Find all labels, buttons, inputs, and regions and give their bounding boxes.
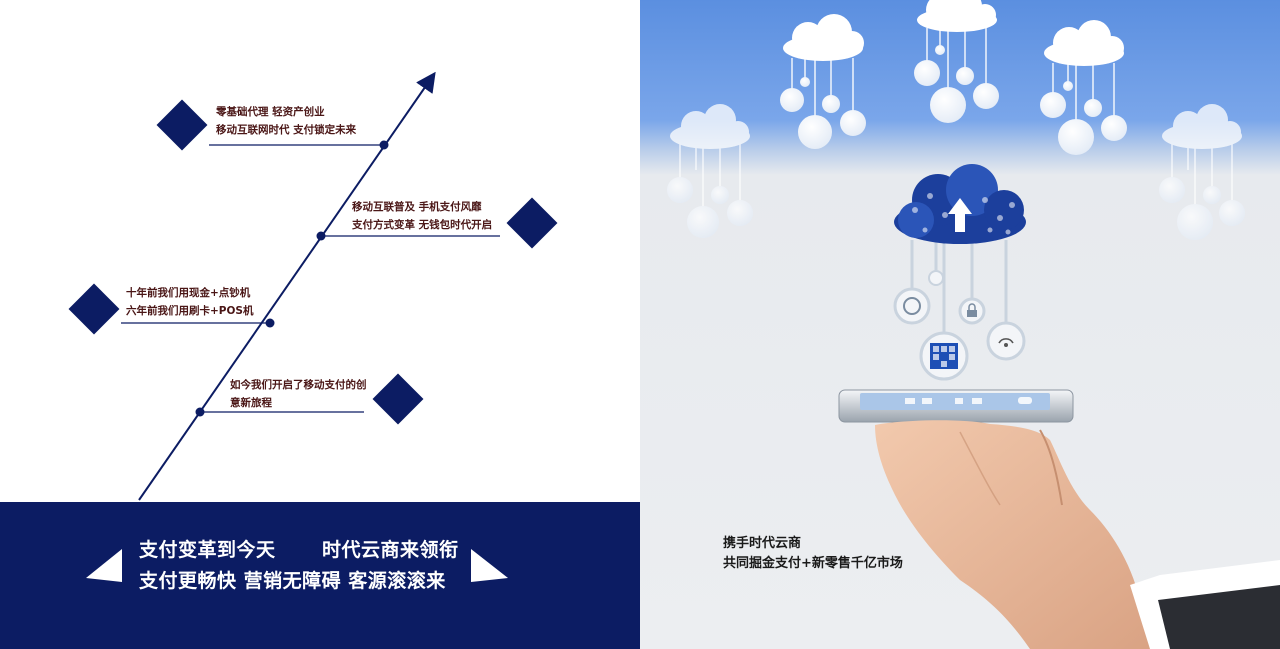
banner-line1-right: 时代云商来领衔: [322, 539, 459, 561]
milestone-4: 如今我们开启了移动支付的创 意新旅程: [230, 376, 367, 412]
milestone-3-line2: 六年前我们用刷卡+POS机: [126, 305, 254, 317]
milestone-4-line1: 如今我们开启了移动支付的创: [230, 379, 367, 391]
cloud-icon-3: [1040, 20, 1127, 155]
timeline-arrow: [138, 71, 436, 501]
milestone-3-line1: 十年前我们用现金+点钞机: [126, 287, 251, 299]
globe-icon: [893, 287, 931, 325]
timeline-node-1: [379, 140, 389, 150]
milestone-2-line2: 支付方式变革 无钱包时代开启: [352, 219, 493, 231]
timeline-node-3: [265, 318, 275, 328]
diamond-icon-1: [156, 99, 208, 151]
triangle-right-icon: [471, 549, 508, 582]
cloud-icon-2: [914, 0, 999, 123]
timeline-node-4: [195, 407, 205, 417]
hand-image: [875, 420, 1280, 649]
caption-line2: 共同掘金支付+新零售千亿市场: [723, 556, 903, 571]
caption-line1: 携手时代云商: [723, 536, 802, 551]
milestone-4-line2: 意新旅程: [230, 397, 272, 409]
slogan-banner: 支付变革到今天 时代云商来领衔 支付更畅快 营销无障碍 客源滚滚来: [0, 502, 640, 649]
wifi-icon: [986, 321, 1026, 361]
small-icon-bubble: [928, 270, 944, 286]
caption-block: 携手时代云商 共同掘金支付+新零售千亿市场: [723, 534, 903, 574]
banner-line2: 支付更畅快 营销无障碍 客源滚滚来: [139, 570, 446, 592]
tech-cloud-icon: [893, 164, 1026, 381]
timeline-node-2: [316, 231, 326, 241]
cloud-icon-5: [1159, 104, 1245, 240]
milestone-1-line2: 移动互联网时代 支付锁定未来: [216, 124, 357, 136]
left-page: 零基础代理 轻资产创业 移动互联网时代 支付锁定未来 移动互联普及 手机支付风靡…: [0, 71, 640, 649]
cloud-icon-4: [667, 104, 753, 238]
milestone-2-line1: 移动互联普及 手机支付风靡: [352, 201, 482, 213]
diamond-icon-2: [506, 197, 558, 249]
banner-triangles: [86, 549, 508, 582]
banner-line1-left: 支付变革到今天: [139, 539, 276, 561]
timeline-graphic: [68, 71, 558, 501]
cloud-icon-1: [780, 14, 866, 149]
milestone-2: 移动互联普及 手机支付风靡 支付方式变革 无钱包时代开启: [352, 198, 492, 234]
triangle-left-icon: [86, 549, 122, 582]
milestone-1-line1: 零基础代理 轻资产创业: [216, 106, 325, 118]
milestone-1: 零基础代理 轻资产创业 移动互联网时代 支付锁定未来: [216, 103, 356, 139]
smartphone-image: [838, 389, 1074, 423]
milestone-3: 十年前我们用现金+点钞机 六年前我们用刷卡+POS机: [126, 284, 253, 320]
